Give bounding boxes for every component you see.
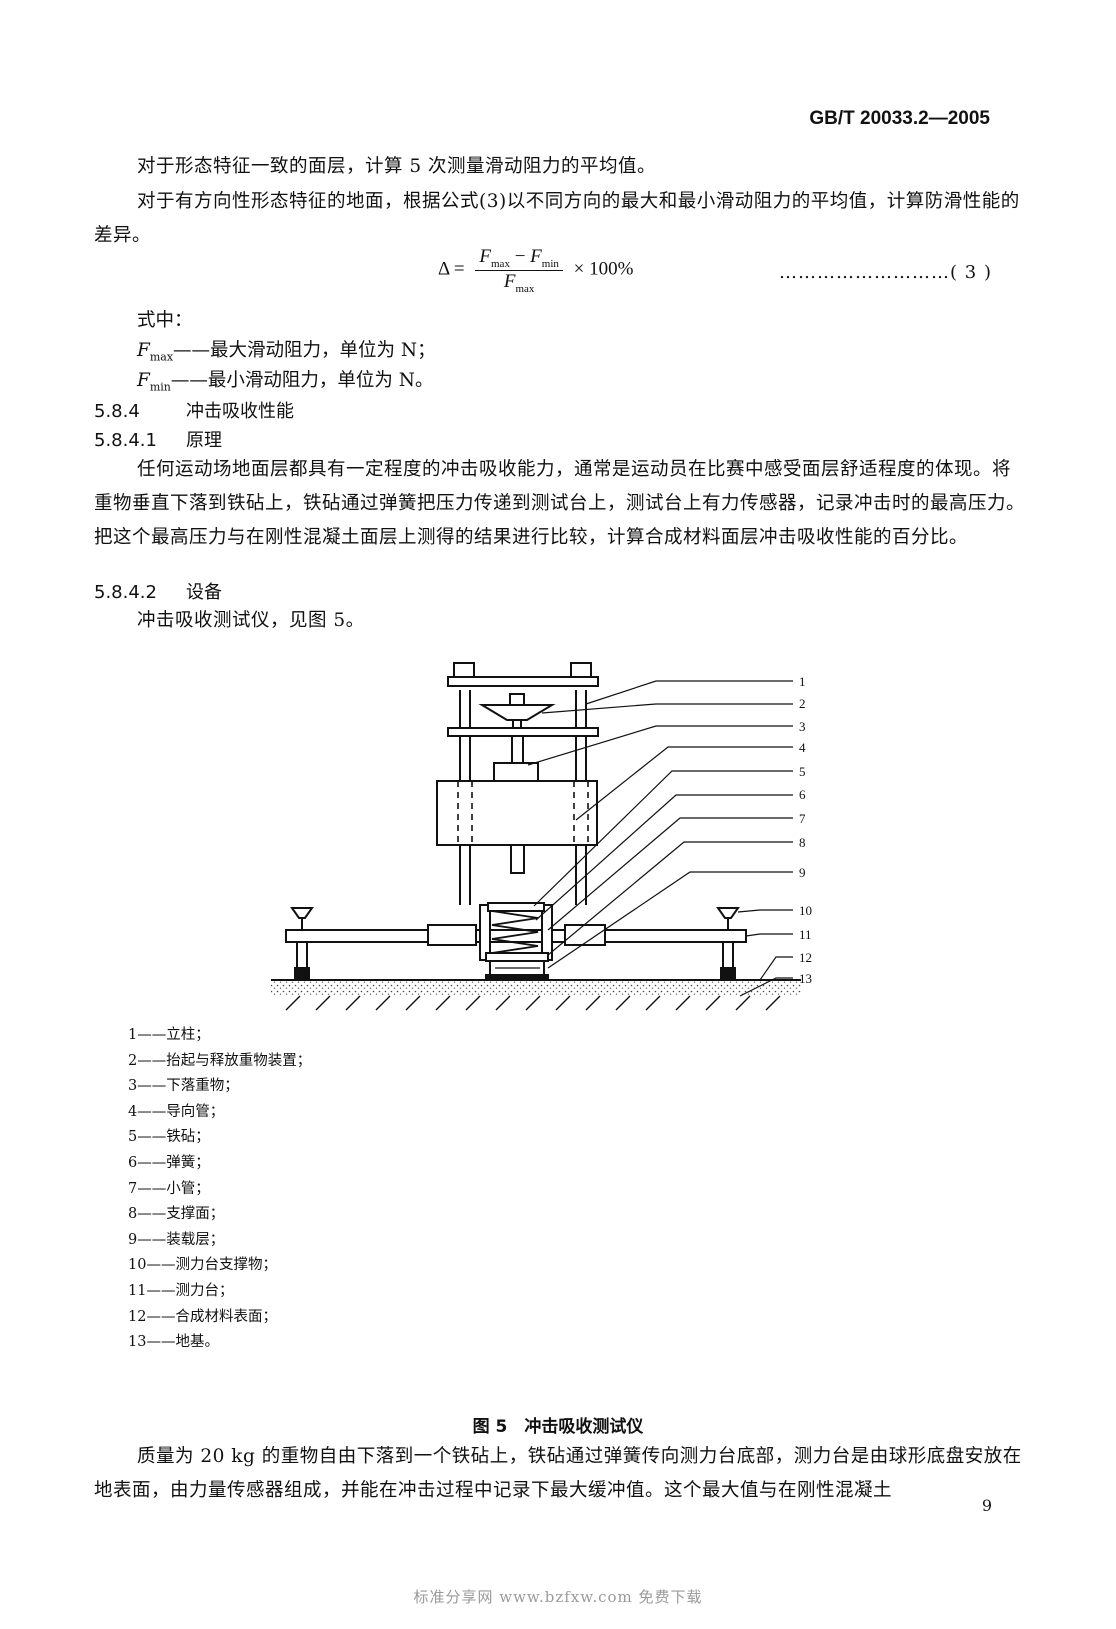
def-symbol: F: [137, 370, 150, 391]
section-title: 原理: [186, 430, 222, 451]
callout-4: 4: [799, 740, 806, 755]
weight-stem: [511, 735, 524, 765]
support-surface: [485, 952, 549, 962]
section-number: 5.8.4: [94, 401, 140, 422]
weight-plunger: [510, 844, 525, 874]
load-cell: [489, 960, 545, 976]
top-nut-right: [570, 662, 592, 678]
formula-tail: × 100%: [573, 258, 634, 280]
legend-item: 13——地基。: [128, 1334, 219, 1351]
legend-item: 5——铁砧；: [128, 1129, 210, 1146]
page-number: 9: [981, 1496, 992, 1515]
base-hub-right: [564, 924, 606, 946]
formula-sub-max: max: [491, 257, 510, 270]
paragraph-principle: 任何运动场地面层都具有一定程度的冲击吸收能力，通常是运动员在比赛中感受面层舒适程…: [94, 459, 1026, 548]
paragraph-average: 对于形态特征一致的面层，计算 5 次测量滑动阻力的平均值。: [137, 156, 657, 177]
callout-2: 2: [799, 696, 806, 711]
legend-item: 10——测力台支撑物；: [128, 1257, 277, 1274]
legend-item: 7——小管；: [128, 1180, 210, 1197]
support-right: [716, 907, 740, 919]
support-left: [290, 907, 314, 919]
callout-1: 1: [799, 674, 806, 689]
section-5-8-4-1: 5.8.4.1 原理: [94, 426, 222, 452]
falling-weight-top: [493, 762, 539, 782]
ground-hatch: [285, 995, 781, 1011]
definitions-intro: 式中：: [137, 310, 193, 331]
callout-7: 7: [799, 811, 806, 826]
legend-item: 12——合成材料表面；: [128, 1308, 277, 1325]
callout-numbers: 1 2 3 4 5 6 7 8 9 10 11 12 13: [799, 674, 812, 986]
formula-f-min: F: [530, 246, 542, 267]
formula-denominator-sub: max: [515, 282, 535, 295]
leader-lines: [527, 680, 793, 997]
formula-sub-min: min: [541, 257, 559, 270]
legend-item: 3——下落重物；: [128, 1078, 239, 1095]
formula-number: ………………………( 3 ): [779, 262, 992, 283]
callout-6: 6: [799, 787, 806, 802]
callout-12: 12: [799, 950, 812, 965]
guide-tubes-hidden: [457, 781, 589, 845]
paragraph-closing: 质量为 20 kg 的重物自由下落到一个铁砧上，铁砧通过弹簧传向测力台底部，测力…: [94, 1446, 1022, 1501]
section-title: 设备: [186, 582, 222, 603]
guide-crossbar: [447, 727, 599, 737]
legend-item: 6——弹簧；: [128, 1154, 210, 1171]
base-hub-left: [427, 924, 477, 946]
def-text: ——最大滑动阻力，单位为 N；: [173, 340, 436, 361]
section-number: 5.8.4.1: [94, 430, 157, 451]
legend-item: 2——抬起与释放重物装置；: [128, 1052, 312, 1069]
figure-legend: 1——立柱； 2——抬起与释放重物装置； 3——下落重物； 4——导向管； 5—…: [128, 1023, 311, 1356]
watermark: 标准分享网 www.bzfxw.com 免费下载: [413, 1588, 703, 1606]
callout-9: 9: [799, 865, 806, 880]
callout-10: 10: [799, 903, 812, 918]
callout-13: 13: [799, 971, 812, 986]
legend-item: 8——支撑面；: [128, 1206, 225, 1223]
legend-item: 9——装载层；: [128, 1231, 225, 1248]
release-knob: [509, 693, 525, 706]
figure-caption: 图 5 冲击吸收测试仪: [472, 1417, 644, 1437]
standard-code: GB/T 20033.2—2005: [809, 108, 990, 129]
foundation: [271, 980, 801, 996]
def-text: ——最小滑动阻力，单位为 N。: [170, 370, 434, 391]
definition-fmin: Fmin——最小滑动阻力，单位为 N。: [137, 366, 433, 394]
release-device: [478, 704, 556, 721]
formula-lhs: Δ =: [438, 258, 465, 280]
def-sub: max: [149, 350, 174, 364]
formula-minus: −: [509, 246, 531, 267]
anvil: [479, 904, 491, 961]
section-title: 冲击吸收性能: [186, 401, 294, 422]
definition-fmax: Fmax——最大滑动阻力，单位为 N；: [137, 336, 436, 364]
legend-item: 4——导向管；: [128, 1103, 225, 1120]
top-nut-left: [453, 662, 475, 678]
top-crossbar: [447, 676, 599, 687]
formula-3: Δ = Fmax − Fmin Fmax × 100%: [438, 246, 633, 295]
small-tube: [541, 904, 553, 961]
section-5-8-4: 5.8.4 冲击吸收性能: [94, 397, 294, 423]
callout-5: 5: [799, 764, 806, 779]
paragraph-directional: 对于有方向性形态特征的地面，根据公式(3)以不同方向的最大和最小滑动阻力的平均值…: [94, 191, 1020, 246]
paragraph-equipment: 冲击吸收测试仪，见图 5。: [137, 610, 365, 631]
formula-denominator: F: [503, 270, 516, 292]
anvil-plate: [487, 902, 545, 912]
callout-3: 3: [799, 719, 806, 734]
callout-8: 8: [799, 835, 806, 850]
force-plate-base: [485, 974, 549, 981]
formula-f-max: F: [479, 246, 491, 267]
section-number: 5.8.4.2: [94, 582, 157, 603]
release-stem: [512, 719, 522, 735]
def-sub: min: [149, 380, 171, 394]
legend-item: 11——测力台；: [128, 1282, 234, 1299]
base-beam: [285, 929, 747, 943]
section-5-8-4-2: 5.8.4.2 设备: [94, 578, 222, 604]
formula-fraction: Fmax − Fmin Fmax: [475, 246, 563, 295]
def-symbol: F: [137, 340, 150, 361]
legend-item: 1——立柱；: [128, 1027, 210, 1043]
callout-11: 11: [799, 927, 812, 942]
spring: [491, 910, 539, 954]
falling-weight: [436, 780, 598, 846]
